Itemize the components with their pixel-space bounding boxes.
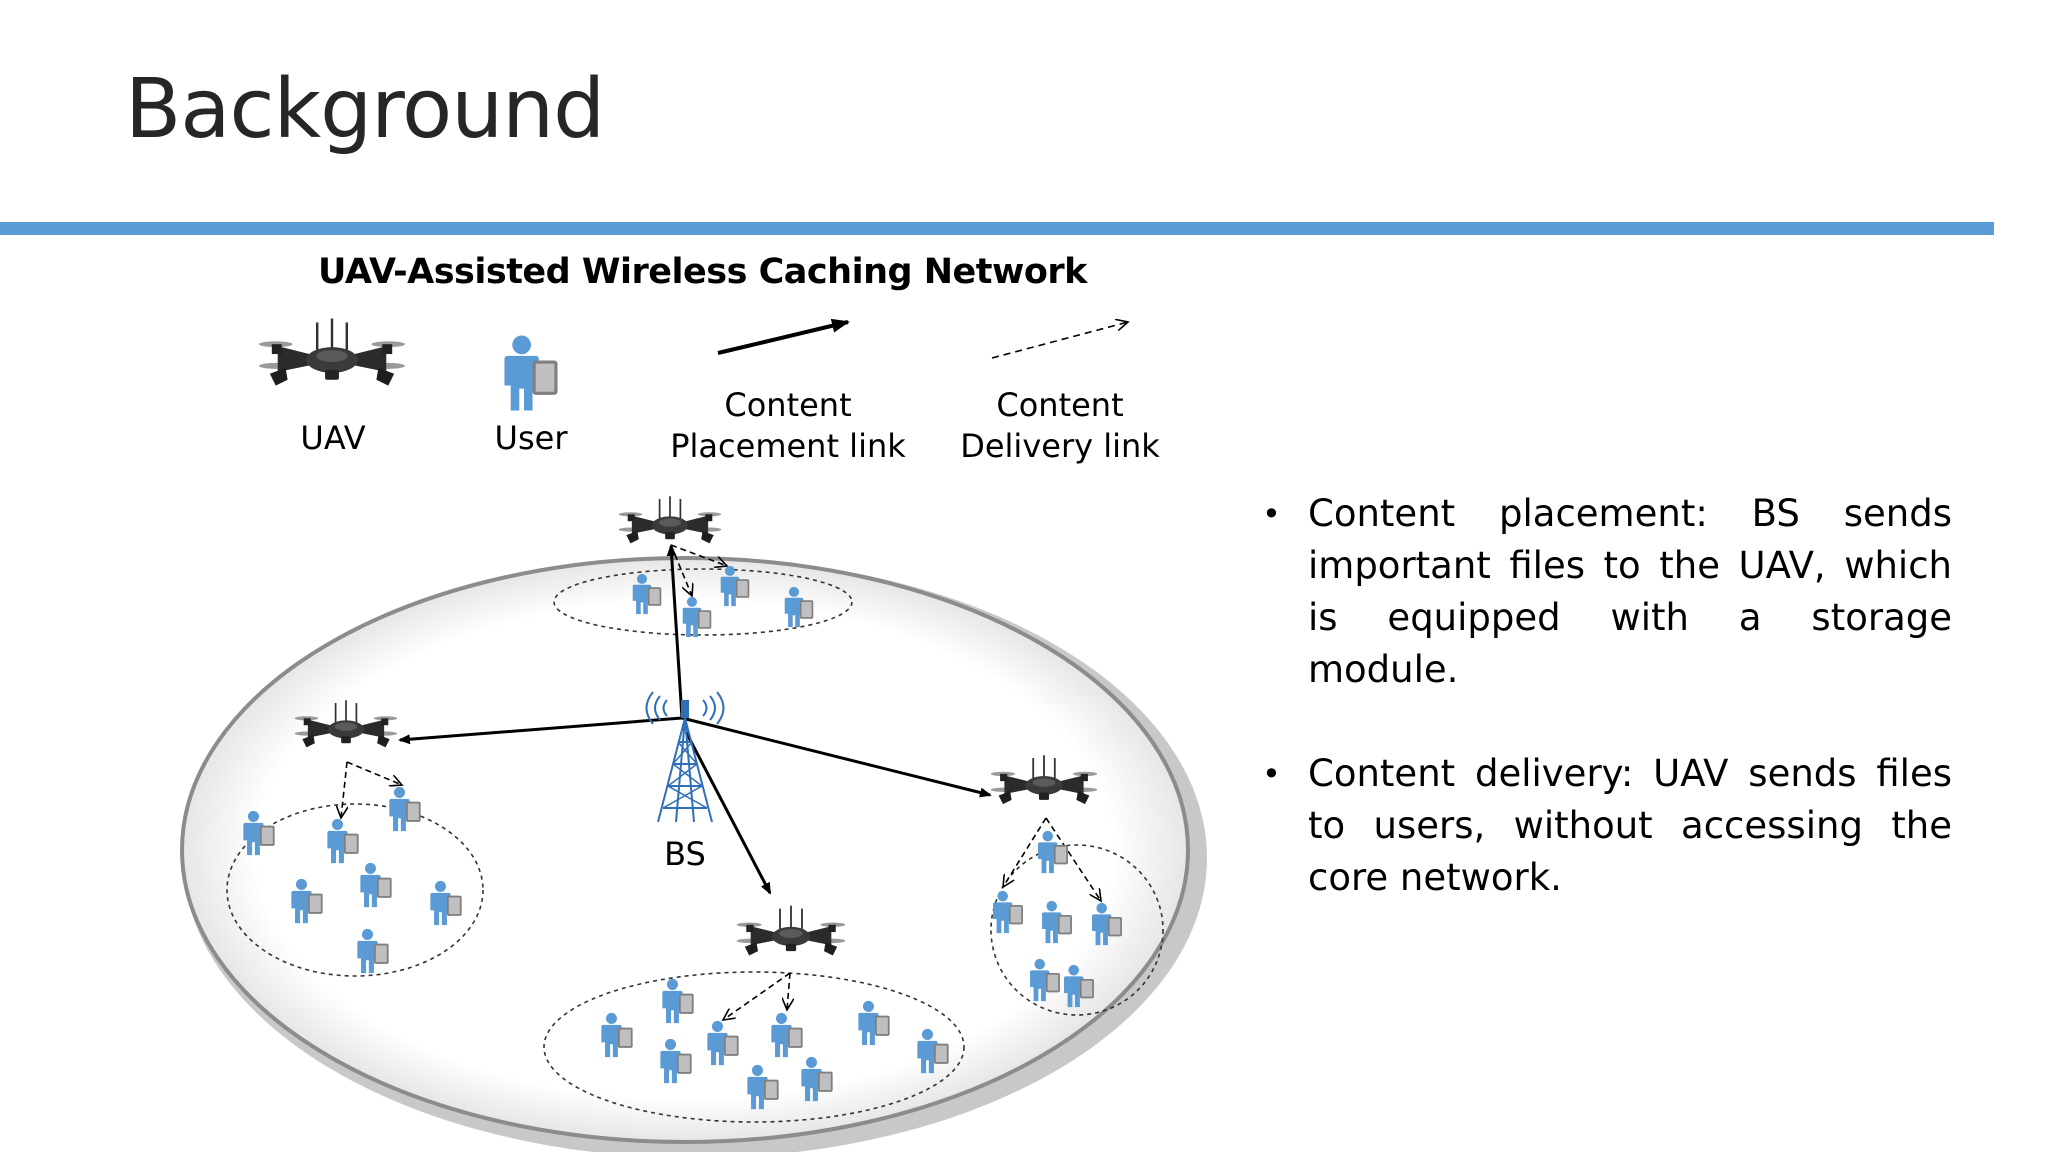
cluster-top: [553, 568, 853, 636]
legend-placement-line2: Placement link: [670, 427, 906, 465]
placement-link-left: [398, 716, 683, 745]
legend-uav-text: UAV: [300, 419, 366, 457]
delivery-links: [341, 544, 1101, 1020]
legend-delivery-line1: Content: [996, 386, 1124, 424]
legend-user-label: User: [476, 418, 586, 459]
legend-placement-line1: Content: [724, 386, 852, 424]
slide-title: Background: [125, 62, 605, 157]
bullet-list: • Content placement: BS sends important …: [1262, 488, 1952, 956]
legend-user-text: User: [494, 419, 568, 457]
legend-uav-label: UAV: [278, 418, 388, 459]
cluster-left: [226, 803, 484, 977]
cluster-right: [990, 844, 1164, 1016]
legend-user-icon: [504, 335, 558, 411]
placement-link-top: [666, 544, 684, 719]
diagram-title: UAV-Assisted Wireless Caching Network: [318, 252, 1087, 292]
legend-uav-icon: [258, 318, 406, 387]
cell-boundary: [180, 556, 1190, 1144]
bullet-item: • Content delivery: UAV sends files to u…: [1262, 748, 1952, 904]
legend-placement-label: Content Placement link: [648, 385, 928, 467]
uav-top-icon: [618, 496, 722, 545]
placement-link-right: [681, 716, 992, 798]
legend-placement-arrow: [717, 318, 850, 355]
bullet-item: • Content placement: BS sends important …: [1262, 488, 1952, 696]
placement-link-bottom: [684, 731, 772, 895]
bullet-dot-icon: •: [1262, 495, 1281, 533]
title-rule: [0, 222, 1994, 235]
legend-delivery-arrow: [991, 322, 1128, 359]
legend-delivery-label: Content Delivery link: [920, 385, 1200, 467]
bullet-text: Content placement: BS sends important fi…: [1308, 492, 1952, 691]
bullet-text: Content delivery: UAV sends files to use…: [1308, 752, 1952, 899]
legend-delivery-line2: Delivery link: [960, 427, 1160, 465]
bullet-dot-icon: •: [1262, 755, 1281, 793]
cluster-bottom: [543, 971, 965, 1123]
bs-label: BS: [664, 835, 706, 873]
